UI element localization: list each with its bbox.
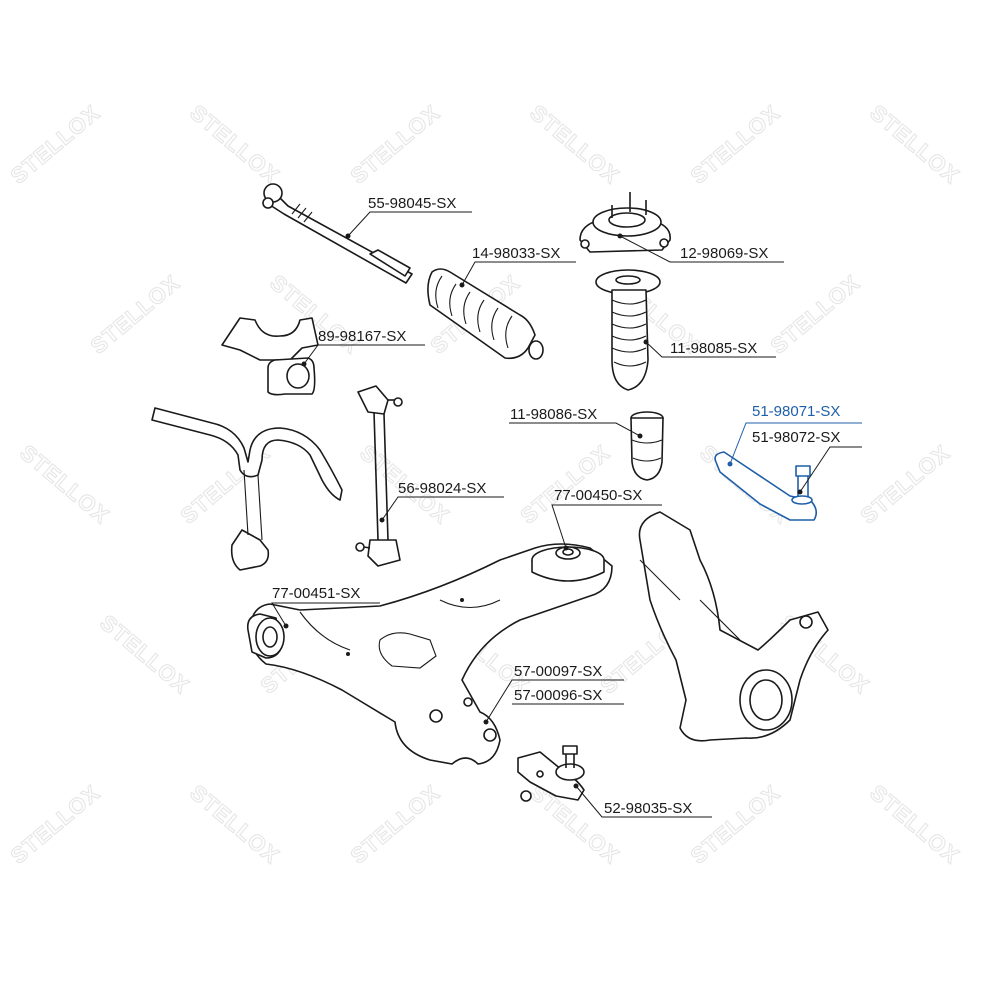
label-control-arm-1[interactable]: 57-00097-SX [514, 663, 602, 680]
watermark-text: STELLOX [686, 780, 785, 869]
steering-boot-part [427, 268, 544, 360]
front-arm-bushing-part [246, 613, 285, 659]
shock-boot-part [595, 269, 661, 391]
watermark-text: STELLOX [6, 100, 105, 189]
label-strut-mount[interactable]: 12-98069-SX [680, 245, 768, 262]
steering-knuckle-part [638, 511, 829, 742]
label-front-arm-bushing[interactable]: 77-00451-SX [272, 585, 360, 602]
label-tie-rod[interactable]: 55-98045-SX [368, 195, 456, 212]
label-ball-joint[interactable]: 52-98035-SX [604, 800, 692, 817]
watermark-text: STELLOX [766, 270, 865, 359]
label-rear-arm-bushing[interactable]: 77-00450-SX [554, 487, 642, 504]
label-bump-stop[interactable]: 11-98086-SX [510, 406, 597, 423]
inner-tie-rod-part [262, 183, 413, 284]
watermark-text: STELLOX [346, 780, 445, 869]
label-shock-boot[interactable]: 11-98085-SX [670, 340, 757, 357]
parts-layer [151, 183, 829, 802]
stab-bushing-part [221, 317, 319, 396]
watermark-text: STELLOX [346, 100, 445, 189]
watermark-text: STELLOX [95, 610, 194, 699]
watermark-text: STELLOX [516, 440, 615, 529]
watermark-text: STELLOX [15, 440, 114, 529]
label-control-arm-2[interactable]: 57-00096-SX [514, 687, 602, 704]
label-stab-link[interactable]: 56-98024-SX [398, 480, 486, 497]
stabilizer-bar-part [151, 407, 343, 571]
label-tie-rod-end-2[interactable]: 51-98072-SX [752, 429, 840, 446]
bump-stop-part [630, 411, 664, 481]
watermark-text: STELLOX [185, 780, 284, 869]
strut-mount-part [579, 192, 671, 253]
watermark-text: STELLOX [686, 100, 785, 189]
watermark-text: STELLOX [865, 780, 964, 869]
part-labels: 55-98045-SX 14-98033-SX 12-98069-SX 89-9… [272, 195, 840, 817]
watermark-text: STELLOX [865, 100, 964, 189]
rear-arm-bushing-part [531, 546, 605, 582]
label-tie-rod-end-1[interactable]: 51-98071-SX [752, 403, 840, 420]
watermark-text: STELLOX [525, 100, 624, 189]
control-arm-part [249, 543, 613, 765]
label-steering-boot[interactable]: 14-98033-SX [472, 245, 560, 262]
ball-joint-part [517, 745, 585, 802]
watermark-text: STELLOX [185, 100, 284, 189]
watermark-text: STELLOX [6, 780, 105, 869]
label-stab-bushing[interactable]: 89-98167-SX [318, 328, 406, 345]
stab-link-part [355, 385, 403, 567]
watermark-text: STELLOX [856, 440, 955, 529]
tie-rod-end-part [714, 451, 818, 521]
watermark-text: STELLOX [86, 270, 185, 359]
leader-lines [271, 211, 862, 818]
